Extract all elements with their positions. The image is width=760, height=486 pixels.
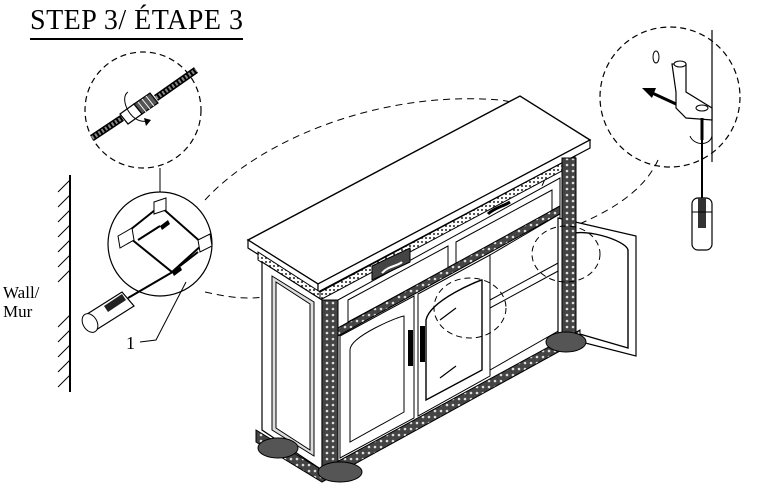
screwdriver-icon [81, 269, 177, 333]
part-number-label: 1 [126, 333, 135, 353]
l-bracket-icon [671, 60, 713, 121]
wall-anchor-icon [117, 197, 213, 276]
sideboard [246, 95, 637, 483]
step-title: STEP 3/ ÉTAPE 3 [30, 4, 244, 40]
wall-label-en: Wall/ [3, 283, 40, 302]
wall-label-fr: Mur [3, 302, 33, 321]
screwdriver-icon [691, 140, 713, 251]
wall-label: Wall/ Mur [3, 283, 39, 321]
cable-connector-icon [90, 67, 199, 141]
cable-connector-detail [84, 51, 202, 200]
shelf-support-detail [599, 26, 741, 168]
wall [57, 175, 71, 392]
wall-mount-detail [81, 191, 213, 343]
arrow-icon [642, 88, 677, 106]
